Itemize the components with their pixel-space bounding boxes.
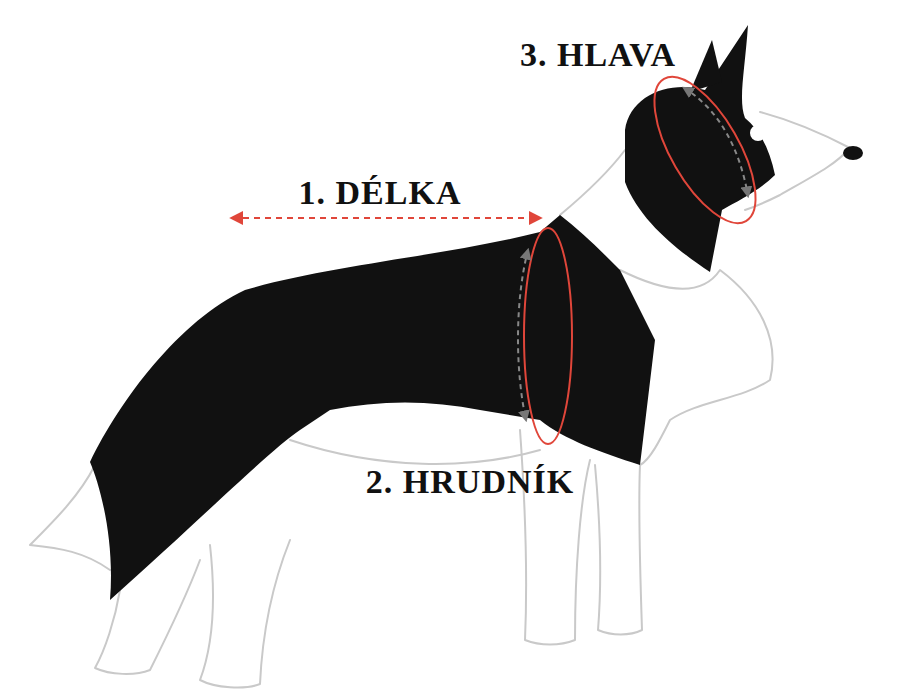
dog-ear xyxy=(690,40,722,92)
measurement-label: 1. DÉLKA xyxy=(299,174,462,211)
dog-nose xyxy=(843,146,863,160)
measurement-label: 3. HLAVA xyxy=(520,36,676,73)
chest-arrow xyxy=(518,250,528,420)
head-arrow xyxy=(684,88,748,196)
dog-coat xyxy=(90,215,655,600)
head-ring xyxy=(635,62,776,238)
measurement-label: 2. HRUDNÍK xyxy=(366,463,574,500)
dog-eye xyxy=(750,125,766,141)
chest-ring xyxy=(524,228,572,444)
length-arrow xyxy=(232,217,540,219)
